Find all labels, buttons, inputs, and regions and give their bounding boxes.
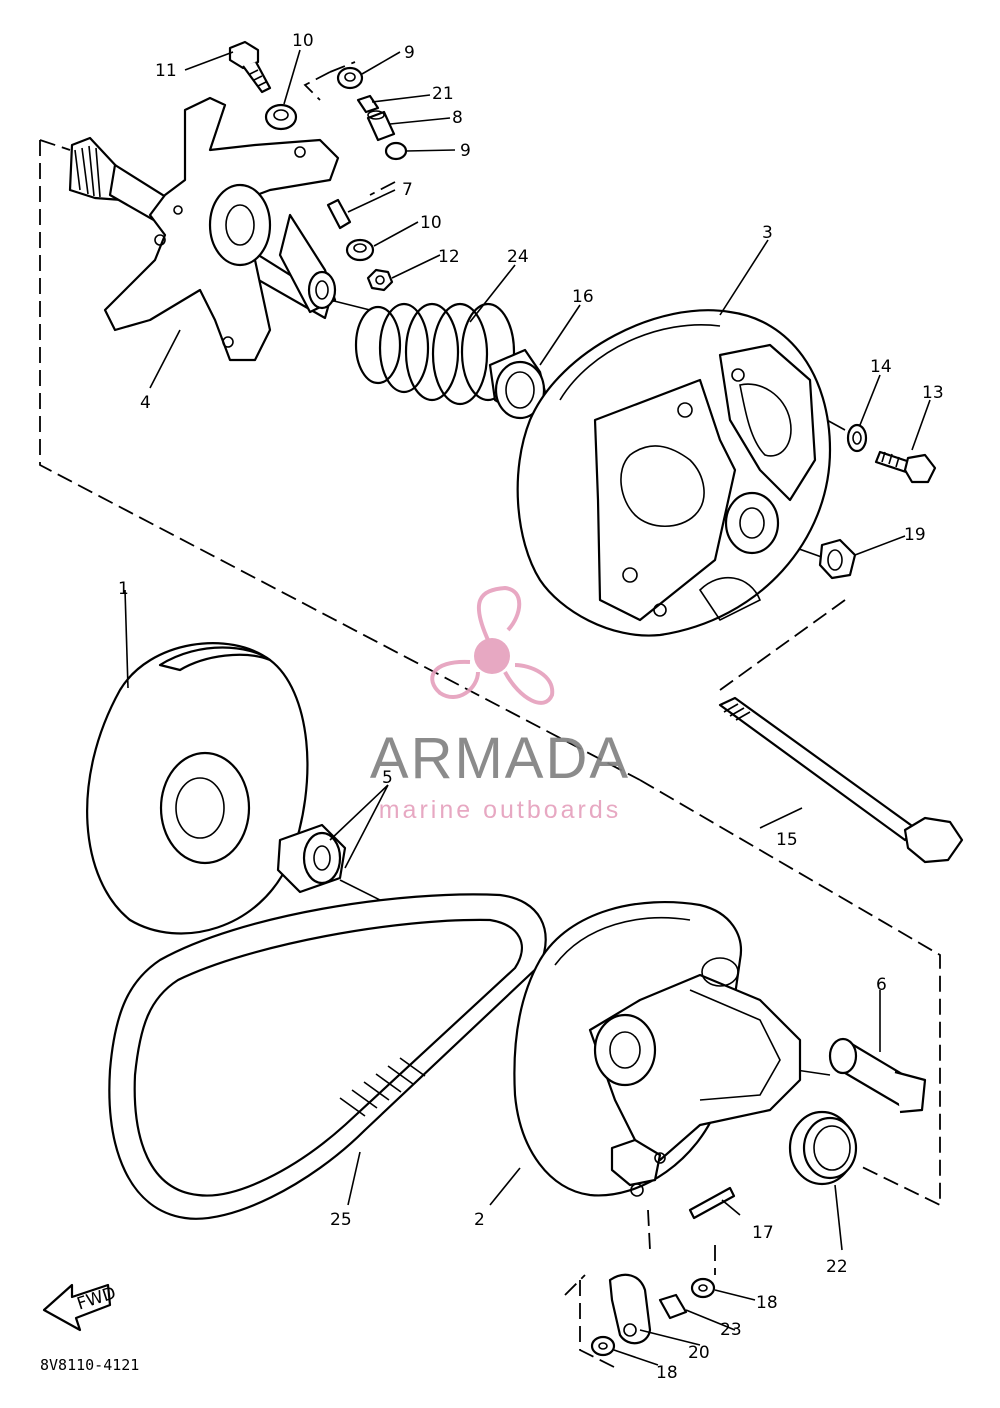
part-label: 20 — [688, 1343, 710, 1363]
part-label: 6 — [876, 975, 887, 995]
part-8-roller — [366, 110, 396, 142]
part-11-bolt — [228, 40, 272, 94]
part-9-washer-top — [336, 66, 364, 90]
part-label: 19 — [904, 525, 926, 545]
watermark-logo: ARMADA marine outboards — [370, 585, 630, 824]
drawing-code: 8V8110-4121 — [40, 1356, 139, 1374]
propeller-icon — [430, 585, 555, 705]
part-7-pin — [326, 198, 352, 230]
watermark-brand: ARMADA — [370, 726, 630, 791]
part-10-washer-lower — [345, 238, 375, 262]
part-20-seal — [788, 1110, 858, 1186]
part-17-pin — [688, 1186, 736, 1220]
part-4-shaft-spider — [68, 96, 340, 362]
part-label: 13 — [922, 383, 944, 403]
part-23-collar — [658, 1293, 688, 1320]
part-label: 14 — [870, 357, 892, 377]
part-3-sliding-sheave — [516, 309, 832, 637]
part-24-spring — [354, 302, 516, 406]
part-label: 24 — [507, 247, 529, 267]
part-label: 18 — [756, 1293, 778, 1313]
part-label: 3 — [762, 223, 773, 243]
part-label: 15 — [776, 830, 798, 850]
part-19-bushing — [818, 538, 857, 580]
part-5-bushing — [276, 823, 347, 894]
part-label: 16 — [572, 287, 594, 307]
part-label: 5 — [382, 768, 393, 788]
part-15-long-bolt — [718, 696, 964, 864]
part-label: 23 — [720, 1320, 742, 1340]
watermark-tagline: marine outboards — [379, 796, 622, 824]
part-label: 18 — [656, 1363, 678, 1383]
part-label: 17 — [752, 1223, 774, 1243]
fwd-arrow-icon: FWD — [42, 1283, 119, 1332]
part-label: 12 — [438, 247, 460, 267]
part-label: 21 — [432, 84, 454, 104]
part-9-washer-lower — [384, 141, 408, 161]
part-label: 7 — [402, 180, 413, 200]
part-10-washer-top — [264, 103, 298, 131]
part-1-fixed-sheave — [86, 642, 309, 935]
part-label: 22 — [826, 1257, 848, 1277]
part-label: 10 — [420, 213, 442, 233]
part-label: 9 — [460, 141, 471, 161]
part-16-bushing — [488, 348, 547, 420]
part-label: 9 — [404, 43, 415, 63]
part-25-drive-belt — [108, 893, 547, 1220]
part-14-washer — [846, 423, 868, 453]
part-6-collar — [828, 1037, 927, 1114]
part-12-nut — [366, 268, 394, 292]
part-label: 2 — [474, 1210, 485, 1230]
part-labels: 11 10 9 21 8 9 7 10 12 24 16 3 14 13 19 … — [118, 31, 944, 1383]
part-18-washer-upper — [690, 1277, 716, 1299]
part-label: 1 — [118, 579, 129, 599]
part-22-lever — [608, 1273, 652, 1345]
part-13-bolt — [874, 450, 937, 484]
part-21-pin — [356, 94, 380, 114]
part-label: 10 — [292, 31, 314, 51]
part-2-secondary-sheave — [513, 901, 802, 1197]
part-18-washer-lower — [590, 1335, 616, 1357]
part-label: 4 — [140, 393, 151, 413]
leader-lines — [124, 49, 931, 1366]
part-label: 25 — [330, 1210, 352, 1230]
part-label: 11 — [155, 61, 177, 81]
part-label: 8 — [452, 108, 463, 128]
